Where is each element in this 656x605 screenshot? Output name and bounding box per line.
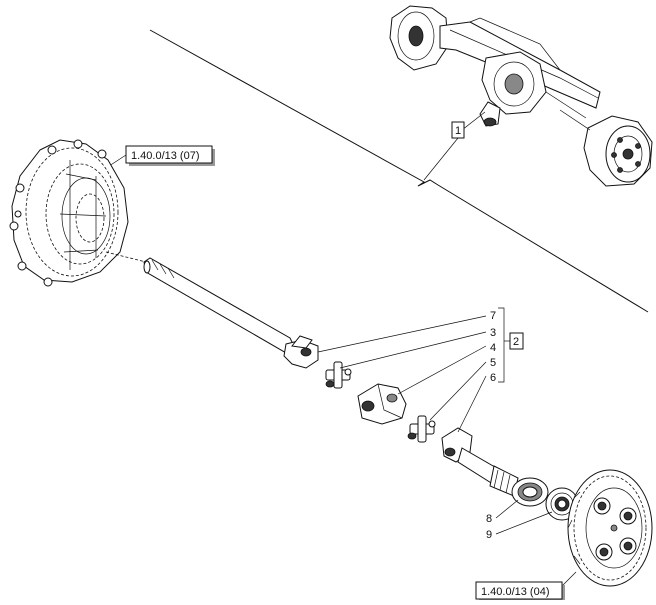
callout-1-label: 1 bbox=[455, 125, 461, 137]
yoke-icon bbox=[283, 335, 319, 369]
reference-bottom-label: 1.40.0/13 (04) bbox=[481, 586, 550, 598]
callout-7-label: 7 bbox=[490, 310, 496, 322]
callout-8-label: 8 bbox=[486, 513, 492, 525]
universal-joint-cross-icon bbox=[325, 361, 352, 389]
hub-housing-icon bbox=[9, 139, 129, 287]
yoke-icon bbox=[441, 427, 519, 497]
reference-bottom[interactable]: 1.40.0/13 (04) bbox=[475, 571, 577, 602]
callout-column: 2 7 3 4 5 6 8 9 bbox=[317, 307, 553, 541]
bearing-icon bbox=[511, 477, 549, 507]
callout-4-label: 4 bbox=[490, 342, 496, 354]
reference-top-label: 1.40.0/13 (07) bbox=[131, 150, 200, 162]
axle-assembly-icon bbox=[389, 5, 653, 187]
callout-3-label: 3 bbox=[490, 327, 496, 339]
callout-9-label: 9 bbox=[486, 529, 492, 541]
reference-top[interactable]: 1.40.0/13 (07) bbox=[105, 145, 215, 169]
callout-1: 1 bbox=[423, 111, 486, 181]
callout-2-label: 2 bbox=[513, 336, 519, 348]
centering-body-icon bbox=[357, 383, 407, 425]
wheel-hub-flange-icon bbox=[567, 469, 653, 587]
section-separator-line bbox=[149, 29, 649, 313]
axle-shaft-icon bbox=[105, 251, 297, 355]
callout-6-label: 6 bbox=[490, 372, 496, 384]
universal-joint-cross-icon bbox=[407, 415, 436, 443]
callout-5-label: 5 bbox=[490, 357, 496, 369]
